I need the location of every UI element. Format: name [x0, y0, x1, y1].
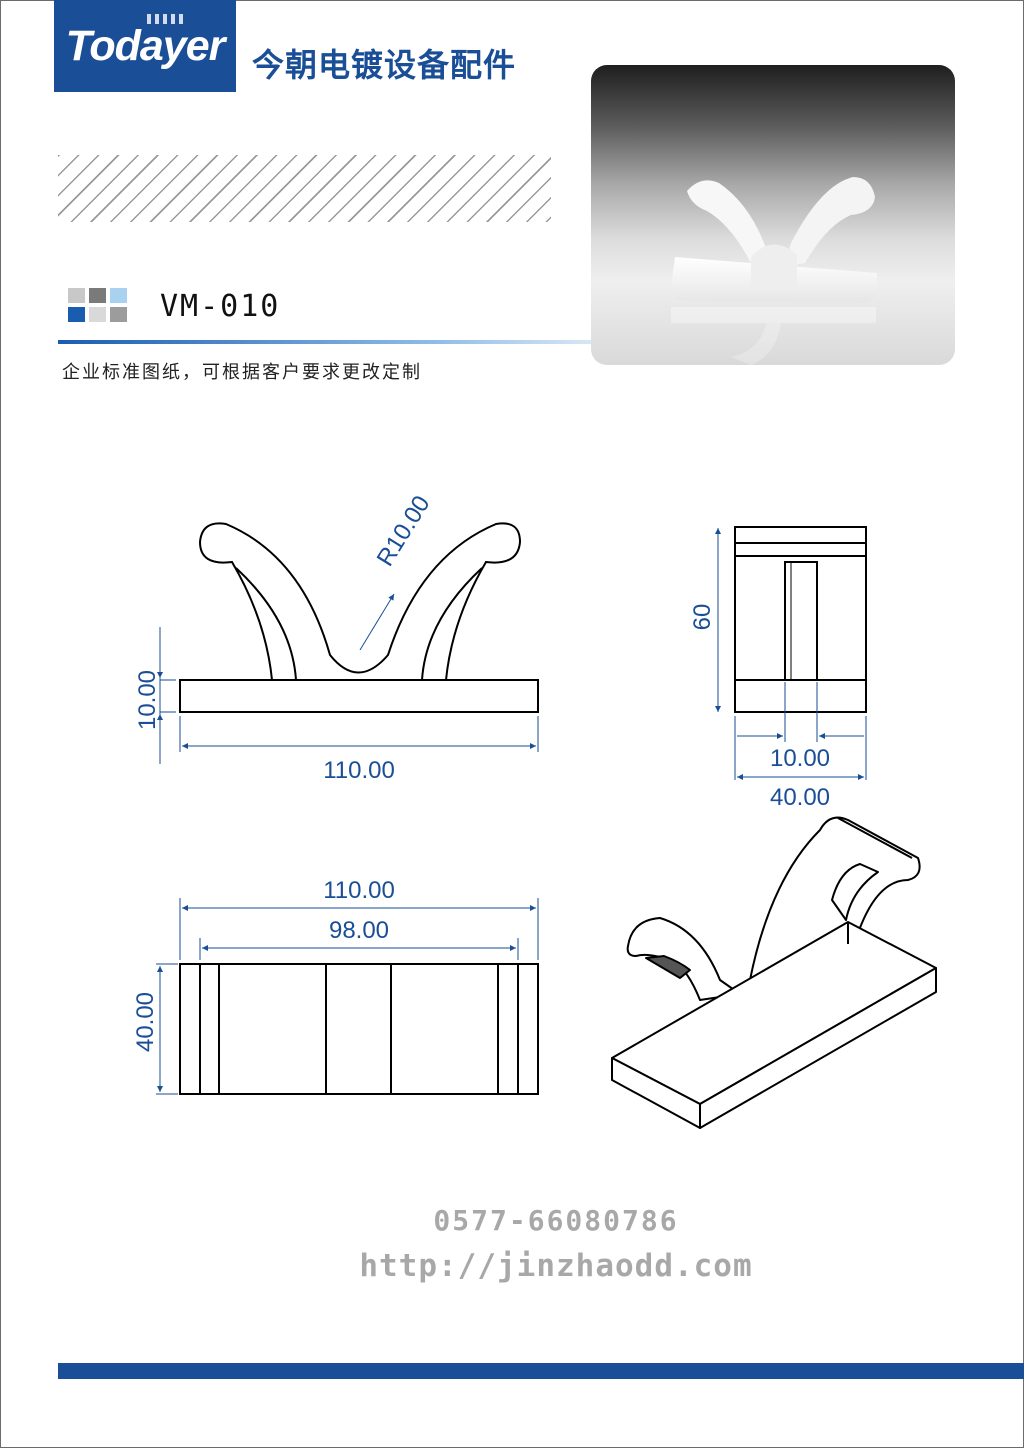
- header-rule: [58, 340, 598, 344]
- top-depth-label: 40.00: [132, 992, 159, 1052]
- isometric-view: [611, 816, 937, 1129]
- brand-logo: Todayer: [54, 0, 236, 92]
- side-height-label: 60: [689, 604, 716, 631]
- footer-bar: [58, 1363, 1024, 1379]
- front-view: [179, 522, 539, 713]
- contact-phone: 0577-66080786: [433, 1204, 679, 1237]
- front-radius-label: R10.00: [372, 491, 436, 571]
- side-view: [734, 526, 867, 713]
- logo-text: Todayer: [65, 22, 226, 70]
- front-view-dimensions: [157, 593, 539, 764]
- swatch: [89, 307, 106, 322]
- logo-check-pattern: [147, 14, 187, 24]
- product-photo: [591, 65, 955, 365]
- top-outer-width-label: 110.00: [323, 877, 395, 904]
- contact-url[interactable]: http://jinzhaodd.com: [359, 1248, 753, 1284]
- drawing-note: 企业标准图纸，可根据客户要求更改定制: [62, 362, 422, 383]
- swatch: [110, 288, 127, 303]
- top-view: [179, 963, 539, 1095]
- swatch: [110, 307, 127, 322]
- side-inner-width-label: 10.00: [770, 745, 830, 772]
- top-inner-width-label: 98.00: [329, 917, 389, 944]
- front-height-label: 10.00: [134, 670, 161, 730]
- swatch: [68, 307, 85, 322]
- color-swatches: [68, 288, 128, 324]
- company-name: 今朝电镀设备配件: [252, 46, 517, 84]
- swatch: [68, 288, 85, 303]
- hatch-decoration: [58, 155, 551, 222]
- side-view-dimensions: [715, 528, 867, 780]
- top-view-dimensions: [156, 898, 539, 1095]
- front-width-label: 110.00: [323, 757, 395, 784]
- product-model: VM-010: [160, 289, 281, 324]
- swatch: [89, 288, 106, 303]
- side-width-label: 40.00: [770, 784, 830, 811]
